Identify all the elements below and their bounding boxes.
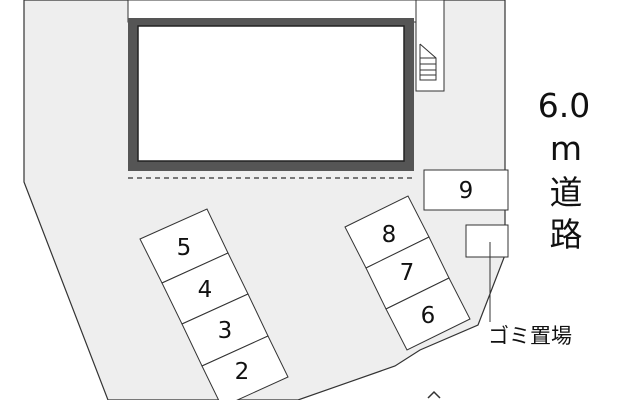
parking-slot-5-label: 5 [177, 235, 192, 261]
road-name-char-1: 道 [550, 173, 583, 212]
road-unit-label: m [550, 129, 582, 168]
road-width-label: 6.0 [538, 86, 590, 125]
parking-slot-4-label: 4 [198, 277, 213, 303]
parking-slot-7-label: 7 [400, 260, 415, 286]
parking-slot-9-box [423, 169, 509, 211]
garbage-area-box [465, 224, 509, 258]
parking-slot-2-label: 2 [235, 359, 250, 385]
parking-slot-2-box [201, 335, 289, 400]
garbage-area-label: ゴミ置場 [488, 324, 572, 348]
building-interior [137, 25, 405, 162]
stairs-icon [419, 43, 437, 81]
parking-slot-3-label: 3 [218, 318, 233, 344]
parking-slot-9-label: 9 [459, 178, 474, 204]
road-name-char-2: 路 [550, 215, 583, 254]
left-slot-group [139, 208, 289, 400]
right-slot-group [344, 195, 471, 351]
parking-slot-8-label: 8 [382, 222, 397, 248]
parking-slot-6-box [385, 277, 471, 351]
stair-area [415, 0, 445, 92]
parking-slot-6-label: 6 [421, 303, 436, 329]
entrance-arrow-icon [427, 390, 441, 399]
